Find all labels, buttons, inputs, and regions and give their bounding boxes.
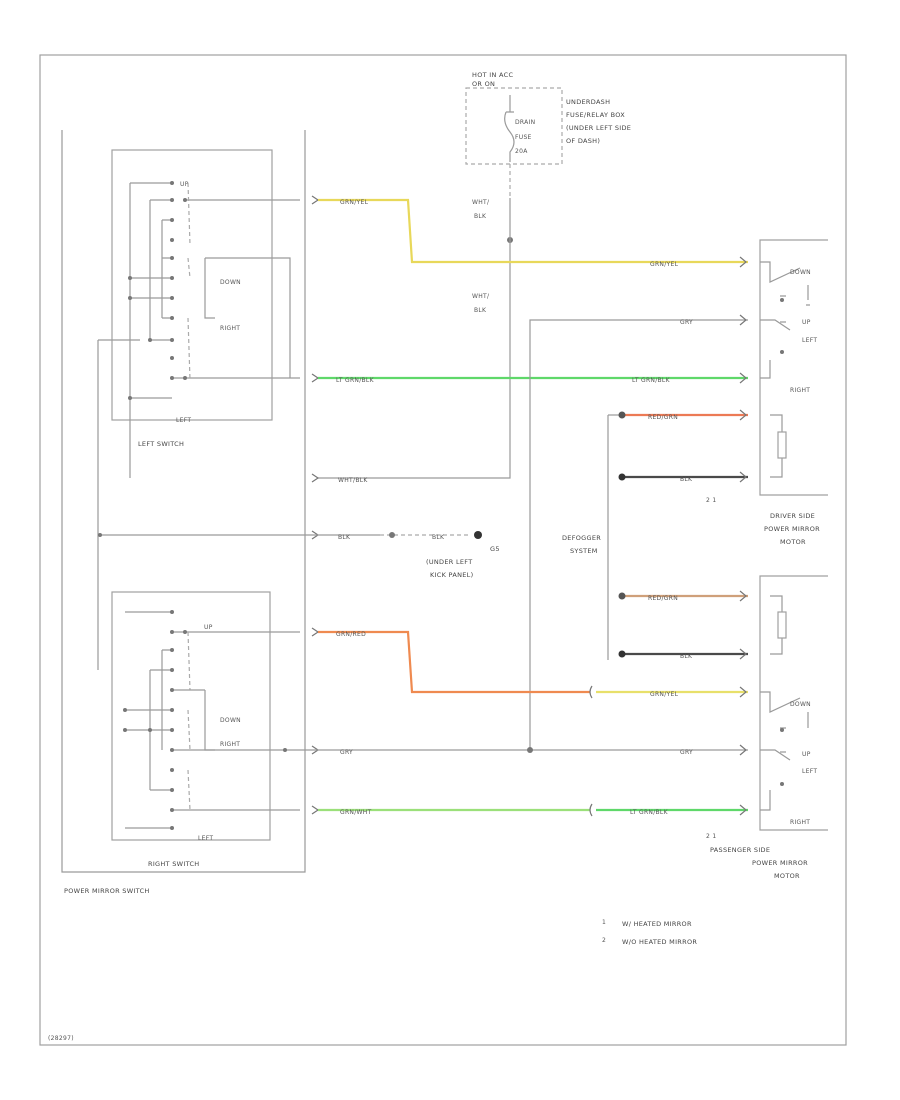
fuse-symbol	[504, 95, 515, 162]
wire-grn-red-right	[318, 630, 590, 694]
right-switch-title: RIGHT SWITCH	[148, 860, 199, 868]
connector-red-bot	[618, 592, 626, 600]
driver-motor-label-2: POWER MIRROR	[764, 525, 820, 533]
label-wht-blk: WHT/BLK	[338, 477, 368, 484]
label-grn-wht: GRN/WHT	[340, 809, 372, 816]
splice-ground	[98, 533, 102, 537]
right-switch-left: LEFT	[198, 835, 213, 842]
switch-outline	[61, 130, 306, 873]
connector-blk-top	[618, 473, 626, 481]
fuse-location-4: OF DASH)	[566, 137, 600, 145]
connector-blk-bot	[618, 650, 626, 658]
switch-pin-arrows	[311, 195, 320, 815]
connector-orange	[589, 685, 593, 699]
passenger-motor-label-2: POWER MIRROR	[752, 859, 808, 867]
left-switch-box	[111, 149, 273, 421]
fuse-hot-label-1: HOT IN ACC	[472, 71, 513, 79]
fuse-location-2: FUSE/RELAY BOX	[566, 111, 625, 119]
passenger-motor-internals	[760, 595, 809, 811]
right-switch-down: DOWN	[220, 717, 241, 724]
left-switch-right: RIGHT	[220, 325, 240, 332]
passenger-motor-left: LEFT	[802, 768, 817, 775]
passenger-motor-label-3: MOTOR	[774, 872, 800, 880]
ground-location-2: KICK PANEL)	[430, 571, 473, 579]
driver-motor-label-3: MOTOR	[780, 538, 806, 546]
left-switch-down: DOWN	[220, 279, 241, 286]
label-grn-yel-left-r: GRN/YEL	[650, 261, 679, 268]
right-switch-up: UP	[204, 624, 213, 631]
legend-text-2: W/O HEATED MIRROR	[622, 938, 697, 946]
right-switch-box	[111, 591, 271, 841]
passenger-motor-label-1: PASSENGER SIDE	[710, 846, 770, 854]
ground-location-1: (UNDER LEFT	[426, 558, 472, 566]
label-lt-grn-left: LT GRN/BLK	[336, 377, 375, 384]
label-blk-top: BLK	[680, 476, 693, 483]
defogger-label-1: DEFOGGER	[562, 534, 601, 542]
wire-grn-yel-left	[318, 198, 748, 264]
label-blk-bot: BLK	[680, 653, 693, 660]
driver-motor-internals	[760, 261, 810, 478]
driver-motor-down: DOWN	[790, 269, 811, 276]
fuse-rating: 20A	[515, 148, 528, 155]
right-switch-right: RIGHT	[220, 741, 240, 748]
label-red-top: RED/GRN	[648, 414, 678, 421]
wire-wht-blk-feed	[318, 198, 511, 479]
defogger-label-2: SYSTEM	[570, 547, 598, 555]
passenger-motor-up: UP	[802, 751, 811, 758]
diagram-border	[39, 54, 847, 1046]
wire-gry-bus	[529, 319, 748, 750]
driver-motor-left: LEFT	[802, 337, 817, 344]
driver-motor-up: UP	[802, 319, 811, 326]
label-grn-yel-right: GRN/YEL	[650, 691, 679, 698]
left-switch-up: UP	[180, 181, 189, 188]
passenger-motor-box	[759, 575, 828, 831]
right-switch-contacts	[123, 610, 300, 830]
label-gry-top: GRY	[680, 319, 693, 326]
label-gry-bot-l: GRY	[340, 749, 353, 756]
connector-green	[589, 803, 593, 817]
motor-connector-arrows	[739, 256, 747, 816]
label-grn-red-right: GRN/RED	[336, 631, 366, 638]
diagram-footer-id: (28297)	[48, 1035, 74, 1042]
fuse-location-3: (UNDER LEFT SIDE	[566, 124, 631, 132]
label-red-bot: RED/GRN	[648, 595, 678, 602]
fuse-box	[465, 87, 563, 165]
ground-id: G5	[490, 545, 500, 553]
passenger-motor-notes: 2 1	[706, 833, 716, 840]
feed-label-1a: WHT/	[472, 199, 490, 206]
feed-label-2b: BLK	[474, 307, 487, 314]
label-ground-wire-2: BLK	[432, 534, 445, 541]
passenger-motor-down: DOWN	[790, 701, 811, 708]
ground-symbol	[474, 531, 482, 539]
left-switch-contacts	[97, 181, 300, 670]
driver-motor-notes: 2 1	[706, 497, 716, 504]
fuse-name-1: DRAIN	[515, 119, 535, 126]
fuse-hot-label-2: OR ON	[472, 80, 495, 88]
fuse-location-1: UNDERDASH	[566, 98, 610, 106]
label-grn-yel-left: GRN/YEL	[340, 199, 369, 206]
legend-number-1: 1	[602, 919, 606, 926]
feed-label-2a: WHT/	[472, 293, 490, 300]
left-switch-left: LEFT	[176, 417, 191, 424]
passenger-motor-right: RIGHT	[790, 819, 810, 826]
connector-red-top	[618, 411, 626, 419]
label-lt-grn-right: LT GRN/BLK	[630, 809, 669, 816]
splice-gry	[527, 747, 533, 753]
label-lt-grn-left-r: LT GRN/BLK	[632, 377, 671, 384]
driver-motor-box	[759, 239, 828, 496]
ground-connector	[389, 532, 395, 538]
left-switch-title: LEFT SWITCH	[138, 440, 184, 448]
label-ground-wire: BLK	[338, 534, 351, 541]
driver-motor-label-1: DRIVER SIDE	[770, 512, 815, 520]
legend-number-2: 2	[602, 937, 606, 944]
feed-label-1b: BLK	[474, 213, 487, 220]
label-gry-bot-r: GRY	[680, 749, 693, 756]
driver-motor-right: RIGHT	[790, 387, 810, 394]
legend-text-1: W/ HEATED MIRROR	[622, 920, 692, 928]
fuse-name-2: FUSE	[515, 134, 532, 141]
power-mirror-switch-label: POWER MIRROR SWITCH	[64, 887, 150, 895]
